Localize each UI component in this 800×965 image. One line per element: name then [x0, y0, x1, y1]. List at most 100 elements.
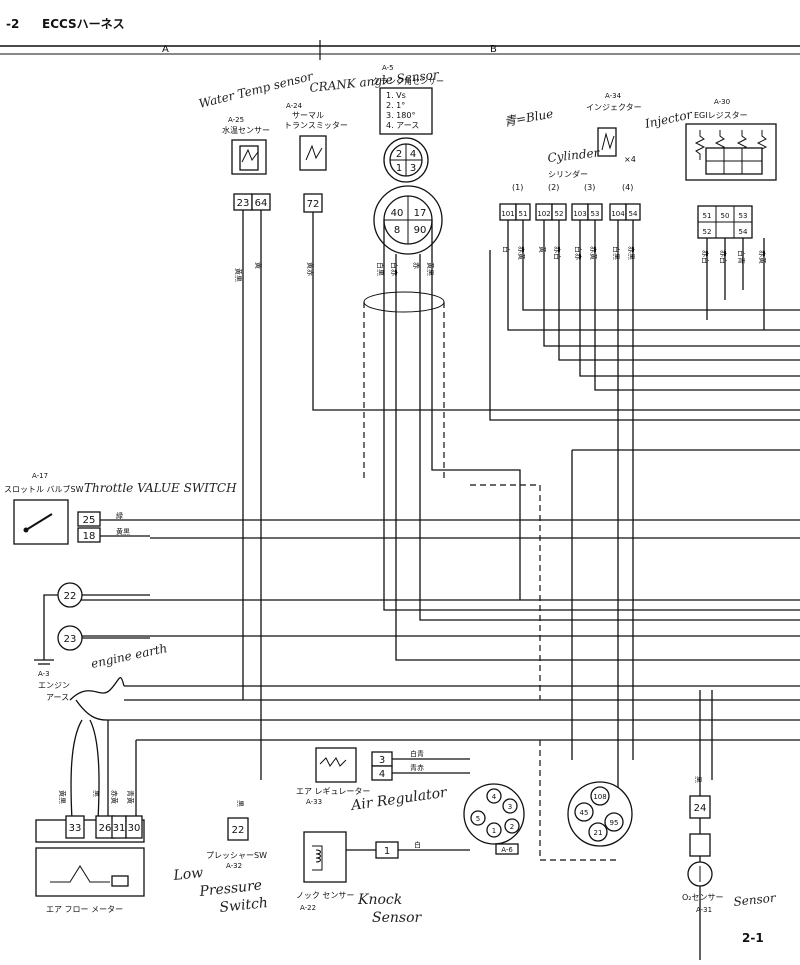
a6-pin-4: 4 — [492, 793, 497, 801]
main-pin-95: 95 — [610, 819, 619, 827]
throttle-ref: A-17 — [32, 472, 48, 480]
svg-text:赤白: 赤白 — [719, 250, 728, 264]
afm-pin-30: 30 — [128, 823, 141, 834]
knock-note-1: Knock — [357, 892, 402, 908]
water-temp-pin-1: 23 — [237, 198, 250, 209]
thermal-label-1: サーマル — [292, 111, 324, 120]
cyl-4: (4) — [622, 183, 633, 192]
inj-pin-51: 51 — [519, 210, 528, 218]
air-regulator: 3 4 白青 青赤 エア レギュレーター A-33 Air Regulator — [296, 747, 470, 814]
svg-text:黒: 黒 — [694, 776, 702, 783]
throttle-note: Throttle VALUE SWITCH — [84, 481, 237, 495]
svg-text:赤黒: 赤黒 — [627, 246, 635, 260]
header: -2 ECCSハーネス A B — [0, 17, 800, 60]
svg-text:赤黄: 赤黄 — [517, 246, 526, 260]
main-pin-108: 108 — [593, 793, 606, 801]
egi-pin-52: 52 — [703, 228, 712, 236]
inj-pin-102: 102 — [537, 210, 550, 218]
injector-ref: A-34 — [605, 92, 622, 100]
crank-small-pin-1: 2 — [396, 149, 402, 160]
connector-main: 108 45 95 21 — [567, 781, 633, 847]
o2-note: Sensor — [733, 891, 778, 909]
crank-big-pin-1: 40 — [391, 208, 404, 219]
svg-text:白: 白 — [502, 246, 511, 253]
crank-legend-4: 4. アース — [386, 121, 419, 130]
svg-text:赤黄: 赤黄 — [589, 246, 598, 260]
knock-pin-1: 1 — [384, 846, 390, 857]
svg-text:黄黒: 黄黒 — [116, 527, 130, 536]
knock-note-2: Sensor — [372, 910, 423, 926]
egi-pin-51: 51 — [703, 212, 712, 220]
crank-ref: A-5 — [382, 64, 394, 72]
egi-label: EGIレジスター — [694, 111, 748, 120]
page-ref: -2 — [6, 17, 19, 31]
svg-text:黄黒: 黄黒 — [234, 268, 243, 282]
page-number: 2-1 — [742, 931, 764, 945]
crank-small-pin-3: 1 — [396, 163, 402, 174]
crank-legend-3: 3. 180° — [386, 111, 415, 120]
pressure-ref: A-32 — [226, 862, 242, 870]
svg-text:青赤: 青赤 — [410, 763, 424, 772]
thermal-ref: A-24 — [286, 102, 303, 110]
a6-ref: A-6 — [501, 846, 513, 854]
water-temp-pin-2: 64 — [255, 198, 268, 209]
air-reg-label: エア レギュレーター — [296, 787, 370, 796]
svg-text:黄赤: 黄赤 — [306, 262, 315, 276]
ground-ref: A-3 — [38, 670, 50, 678]
crank-legend-1: 1. Vs — [386, 91, 406, 100]
ground-label-1: エンジン — [38, 681, 70, 690]
svg-text:黒: 黒 — [92, 790, 100, 797]
zone-a-label: A — [162, 44, 169, 55]
afm-label: エア フロー メーター — [46, 905, 123, 914]
thermal-pin: 72 — [307, 199, 320, 210]
ground-22: 22 — [64, 591, 77, 602]
afm-pin-33: 33 — [69, 823, 82, 834]
egi-ref: A-30 — [714, 98, 730, 106]
air-flow-meter: 黄黒 黒 赤黄 青黄 33 26 31 30 エア フロー メーター — [35, 790, 145, 914]
inj-pin-101: 101 — [501, 210, 514, 218]
svg-text:白赤: 白赤 — [574, 246, 583, 260]
inj-pin-52: 52 — [555, 210, 564, 218]
ground-23: 23 — [64, 634, 77, 645]
svg-text:白黒: 白黒 — [376, 262, 385, 276]
svg-text:緑: 緑 — [116, 511, 123, 520]
pressure-note-2: Pressure — [198, 878, 263, 901]
svg-text:白青: 白青 — [410, 749, 424, 758]
afm-pin-31: 31 — [113, 823, 126, 834]
crank-big-pin-4: 90 — [414, 225, 427, 236]
svg-text:黄: 黄 — [254, 262, 263, 269]
egi-pin-53: 53 — [739, 212, 748, 220]
a6-pin-5: 5 — [476, 815, 480, 823]
main-pin-21: 21 — [594, 829, 603, 837]
water-temp-sensor: Water Temp sensor A-25 水温センサー 23 64 — [197, 69, 316, 211]
ground-label-2: アース — [46, 693, 69, 702]
inj-pin-53: 53 — [591, 210, 600, 218]
inj-pin-103: 103 — [573, 210, 586, 218]
svg-text:赤白: 赤白 — [701, 250, 710, 264]
air-reg-ref: A-33 — [306, 798, 322, 806]
injector-label: インジェクター — [586, 103, 642, 112]
a6-pin-3: 3 — [508, 803, 512, 811]
svg-text:黄黒: 黄黒 — [426, 262, 435, 276]
knock-label: ノック センサー — [296, 891, 354, 900]
blue-note: 青=Blue — [503, 107, 554, 129]
pressure-note-3: Switch — [219, 895, 269, 916]
pressure-pin-22: 22 — [232, 825, 245, 836]
water-temp-label: 水温センサー — [222, 125, 270, 135]
crank-big-pin-3: 8 — [394, 225, 400, 236]
pressure-switch: 黒 22 プレッシャーSW A-32 Low Pressure Switch — [172, 800, 269, 916]
o2-sensor: 黒 24 O₂センサー A-31 Sensor — [682, 776, 778, 914]
egi-resistor: A-30 EGIレジスター 51 50 53 52 54 — [685, 98, 777, 239]
svg-text:黄黒: 黄黒 — [58, 790, 67, 804]
crank-legend-2: 2. 1° — [386, 101, 405, 110]
svg-text:赤黄: 赤黄 — [758, 250, 767, 264]
svg-text:黄: 黄 — [538, 246, 547, 253]
inj-pin-54: 54 — [629, 210, 638, 218]
thermal-label-2: トランスミッター — [284, 121, 348, 130]
throttle-label: スロットル バルブSW — [4, 484, 84, 494]
water-temp-ref: A-25 — [228, 116, 244, 124]
throttle-switch: A-17 スロットル バルブSW Throttle VALUE SWITCH 2… — [4, 472, 237, 545]
throttle-pin-25: 25 — [83, 515, 96, 526]
air-reg-pin-3: 3 — [379, 755, 385, 766]
